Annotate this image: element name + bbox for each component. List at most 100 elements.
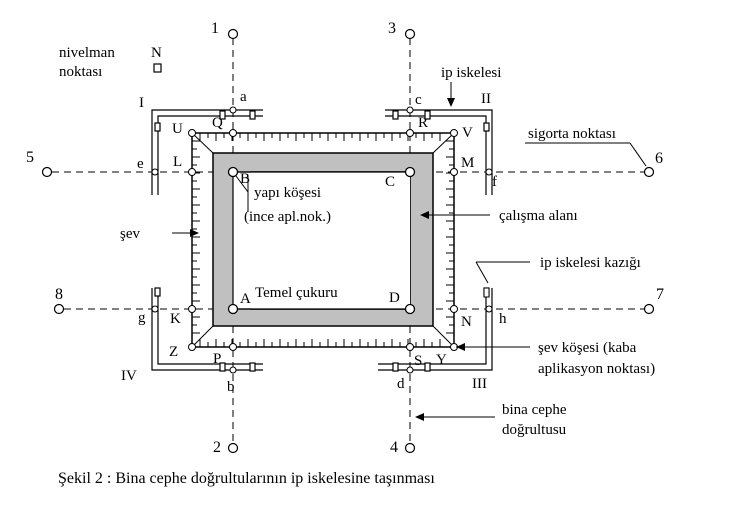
corner-C (404, 166, 416, 178)
batter-board-II (385, 109, 493, 195)
label-ip-iskelesi-kazigi: ip iskelesi kazığı (540, 255, 641, 271)
figure-caption: Şekil 2 : Bina cephe doğrultularının ip … (58, 470, 435, 487)
axis-end-4 (404, 442, 416, 454)
label-S: S (414, 353, 422, 369)
arrow-sev-kosesi (456, 343, 465, 351)
corner-B (227, 166, 239, 178)
label-bina-cephe-2: doğrultusu (502, 422, 567, 438)
scaffold-label-IV: IV (121, 368, 137, 384)
slope-diagonal-upper-right (432, 132, 455, 154)
label-U: U (172, 121, 183, 137)
slope-corner-Z (188, 343, 196, 351)
arrow-bina-cephe (415, 413, 424, 421)
sigorta-leader-2 (629, 142, 647, 167)
label-A: A (240, 291, 251, 307)
label-yapi-kosesi: yapı köşesi (254, 185, 321, 201)
scaffold-label-II: II (481, 91, 491, 107)
leader-lines (172, 82, 647, 418)
nail-a (229, 106, 237, 114)
axis-label-1: 1 (211, 20, 219, 37)
slope-diagonal-upper-left (191, 132, 214, 154)
point-N (450, 305, 458, 313)
label-B: B (240, 171, 250, 187)
point-Q (229, 129, 237, 137)
label-K: K (170, 311, 181, 327)
slope-corner-labels: U V Z Y (169, 121, 473, 368)
corner-D (404, 303, 416, 315)
label-L: L (173, 154, 182, 170)
label-ip-iskelesi: ip iskelesi (441, 65, 501, 81)
nail-points (151, 106, 493, 374)
nail-f (485, 168, 493, 176)
nail-c (406, 106, 414, 114)
building-corner-points (227, 166, 416, 315)
nail-label-f: f (492, 174, 497, 190)
point-L (188, 168, 196, 176)
axis-end-1 (227, 28, 239, 40)
axis-end-8 (53, 303, 65, 315)
scaffold-label-III: III (472, 376, 487, 392)
label-Q: Q (212, 115, 223, 131)
slope-corner-U (188, 129, 196, 137)
inner-point-labels: Q P R S L K M N (170, 115, 474, 369)
label-bina-cephe-1: bina cephe (502, 402, 567, 418)
point-M (450, 168, 458, 176)
slope-hatching-top (199, 133, 441, 141)
point-P (229, 343, 237, 351)
label-N: N (461, 314, 472, 330)
label-ince-apl: (ince apl.nok.) (244, 209, 331, 225)
axis-end-2 (227, 442, 239, 454)
axis-end-5 (41, 166, 53, 178)
benchmark-text-line1: nivelman (59, 45, 115, 61)
label-sev-kosesi-1: şev köşesi (kaba (538, 340, 637, 356)
point-K (188, 305, 196, 313)
axis-label-4: 4 (390, 439, 398, 456)
axis-end-points (41, 28, 655, 454)
intersection-points (188, 129, 458, 351)
batter-board-IV (151, 287, 263, 372)
label-V: V (462, 125, 473, 141)
corner-A (227, 303, 239, 315)
benchmark-square (153, 63, 162, 73)
benchmark-labels: nivelman noktası N (59, 45, 162, 80)
axis-label-3: 3 (388, 20, 396, 37)
nail-h (485, 305, 493, 313)
point-R (406, 129, 414, 137)
axis-end-6 (643, 166, 655, 178)
axis-end-3 (404, 28, 416, 40)
arrow-sev (190, 229, 199, 237)
axis-end-7 (643, 303, 655, 315)
axis-label-5: 5 (26, 149, 34, 166)
nail-label-g: g (138, 310, 146, 326)
label-calisma-alani: çalışma alanı (499, 208, 578, 224)
axis-label-8: 8 (55, 286, 63, 303)
axis-label-2: 2 (213, 439, 221, 456)
label-Y: Y (436, 352, 447, 368)
axis-label-7: 7 (656, 286, 664, 303)
building-inner-face (251, 172, 410, 309)
slope-corner-V (450, 129, 458, 137)
building-corner-labels: A B C D (240, 171, 400, 307)
label-R: R (418, 115, 428, 131)
nail-g (151, 305, 159, 313)
scaffold-roman-labels: I II III IV (121, 91, 491, 392)
label-M: M (461, 155, 474, 171)
arrow-calisma (420, 211, 429, 219)
benchmark-symbol-N: N (151, 45, 162, 61)
kazik-leader-2 (475, 261, 489, 284)
arrowheads (190, 98, 465, 421)
slope-diagonal-lower-right (432, 325, 455, 348)
nail-label-c: c (415, 92, 422, 108)
batter-stake-symbol (483, 287, 490, 298)
nail-label-a: a (240, 89, 247, 105)
label-Z: Z (169, 344, 178, 360)
label-temel-cukuru: Temel çukuru (255, 285, 338, 301)
nail-label-e: e (137, 156, 144, 172)
axis-number-labels: 1 2 3 4 5 6 7 8 (26, 20, 664, 456)
slope-hatching-left (192, 140, 200, 334)
label-P: P (213, 351, 221, 367)
yapi-kosesi-leader (235, 175, 249, 193)
nail-d (406, 366, 414, 374)
label-D: D (389, 290, 400, 306)
